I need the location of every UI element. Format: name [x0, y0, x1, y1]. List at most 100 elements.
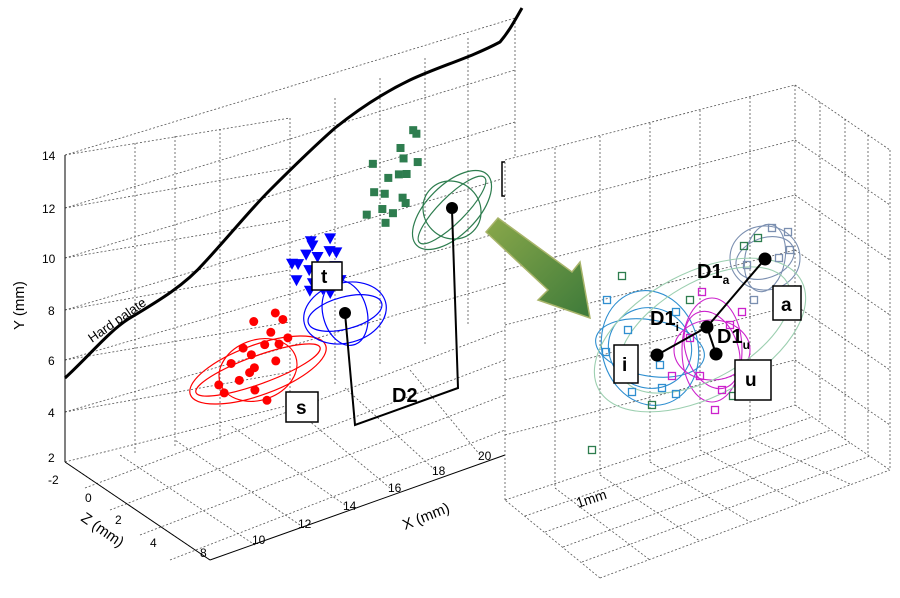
- z-tick: -2: [48, 473, 59, 487]
- t-centroid: [339, 307, 351, 319]
- d1a-label: D1a: [697, 261, 730, 287]
- point-s: [283, 333, 293, 343]
- d1u-label: D1u: [717, 326, 750, 352]
- u-centroid: [709, 347, 723, 361]
- x-tick: 20: [478, 449, 492, 463]
- open-square-point: [742, 260, 752, 270]
- open-square-point: [617, 271, 627, 281]
- open-square-point: [753, 233, 763, 243]
- label-box-t: t: [311, 261, 343, 291]
- open-square-point: [774, 253, 784, 263]
- label-i: i: [622, 355, 627, 376]
- open-square-point: [587, 445, 597, 455]
- point-s: [246, 350, 256, 360]
- point-s: [250, 385, 260, 395]
- point-s: [266, 327, 276, 337]
- point-s: [219, 388, 229, 398]
- label-u: u: [745, 370, 757, 391]
- point-t: [311, 252, 324, 264]
- point-sh: [396, 143, 405, 152]
- open-square-point: [671, 307, 681, 317]
- label-a: a: [781, 295, 792, 316]
- y-axis-label: Y (mm): [11, 281, 28, 330]
- i-ellipse: [595, 290, 705, 406]
- point-sh: [394, 170, 403, 179]
- open-square-point: [725, 320, 735, 330]
- point-t: [290, 275, 303, 287]
- x-tick: 14: [343, 499, 357, 513]
- y-tick: 12: [42, 202, 56, 216]
- label-s: s: [296, 398, 307, 419]
- point-s: [214, 380, 224, 390]
- hard-palate-curve: [63, 7, 524, 380]
- z-tick: 4: [150, 536, 157, 550]
- point-sh: [362, 210, 371, 219]
- y-tick: 2: [48, 451, 55, 465]
- open-square-point: [739, 241, 749, 251]
- d2-label: D2: [392, 385, 418, 407]
- point-sh: [399, 154, 408, 163]
- point-sh: [401, 199, 410, 208]
- sh-ellipse: [411, 169, 493, 251]
- point-s: [249, 363, 259, 373]
- transition-arrow: [484, 216, 591, 320]
- open-square-point: [697, 287, 707, 297]
- label-box-s: s: [285, 391, 319, 423]
- y-tick: 10: [42, 252, 56, 266]
- point-sh: [368, 159, 377, 168]
- y-tick: 14: [42, 149, 56, 163]
- right-points: [587, 223, 795, 455]
- point-t: [324, 233, 337, 245]
- open-square-point: [627, 387, 637, 397]
- z-tick: 8: [200, 546, 207, 560]
- label-t: t: [321, 267, 328, 288]
- point-sh: [409, 126, 418, 135]
- open-square-point: [785, 245, 795, 255]
- open-square-point: [685, 295, 695, 305]
- point-s: [274, 339, 284, 349]
- x-axis-label: X (mm): [400, 500, 452, 534]
- d2-lines: [344, 209, 460, 427]
- point-s: [260, 340, 270, 350]
- open-square-point: [717, 385, 727, 395]
- point-t: [304, 236, 317, 248]
- x-axis-ticks: 10 12 14 16 18 20: [252, 449, 492, 547]
- point-sh: [378, 205, 387, 214]
- point-t: [286, 258, 298, 270]
- left-plot-grid: [64, 17, 516, 561]
- point-s: [271, 356, 281, 366]
- y-tick: 6: [48, 354, 55, 368]
- point-s: [270, 308, 280, 318]
- open-square-point: [737, 307, 747, 317]
- open-square-point: [601, 347, 611, 357]
- point-sh: [380, 189, 389, 198]
- point-t: [300, 249, 313, 261]
- x-tick: 12: [298, 517, 312, 531]
- z-axis-ticks: -2 0 2 4 8: [48, 473, 207, 560]
- point-t: [330, 247, 343, 259]
- i-centroid: [650, 348, 664, 362]
- point-s: [278, 314, 288, 324]
- open-square-point: [783, 227, 793, 237]
- point-s: [234, 375, 244, 385]
- open-square-point: [657, 383, 667, 393]
- y-axis-ticks: 14 12 10 8 6 4 2: [42, 149, 56, 465]
- point-sh: [388, 209, 397, 218]
- mid-centroid: [700, 320, 714, 334]
- y-tick: 8: [48, 304, 55, 318]
- sh-points: [362, 126, 422, 227]
- y-tick: 4: [48, 406, 55, 420]
- sh-centroid: [446, 202, 458, 214]
- point-s: [238, 343, 248, 353]
- point-sh: [413, 158, 422, 167]
- point-s: [262, 395, 272, 405]
- point-sh: [402, 169, 411, 178]
- point-sh: [398, 193, 407, 202]
- open-square-point: [767, 223, 777, 233]
- left-plot-axes: [64, 155, 506, 561]
- label-box-u: u: [734, 359, 772, 401]
- d1i-label: D1i: [650, 308, 679, 334]
- open-square-point: [749, 295, 759, 305]
- point-sh: [384, 173, 393, 182]
